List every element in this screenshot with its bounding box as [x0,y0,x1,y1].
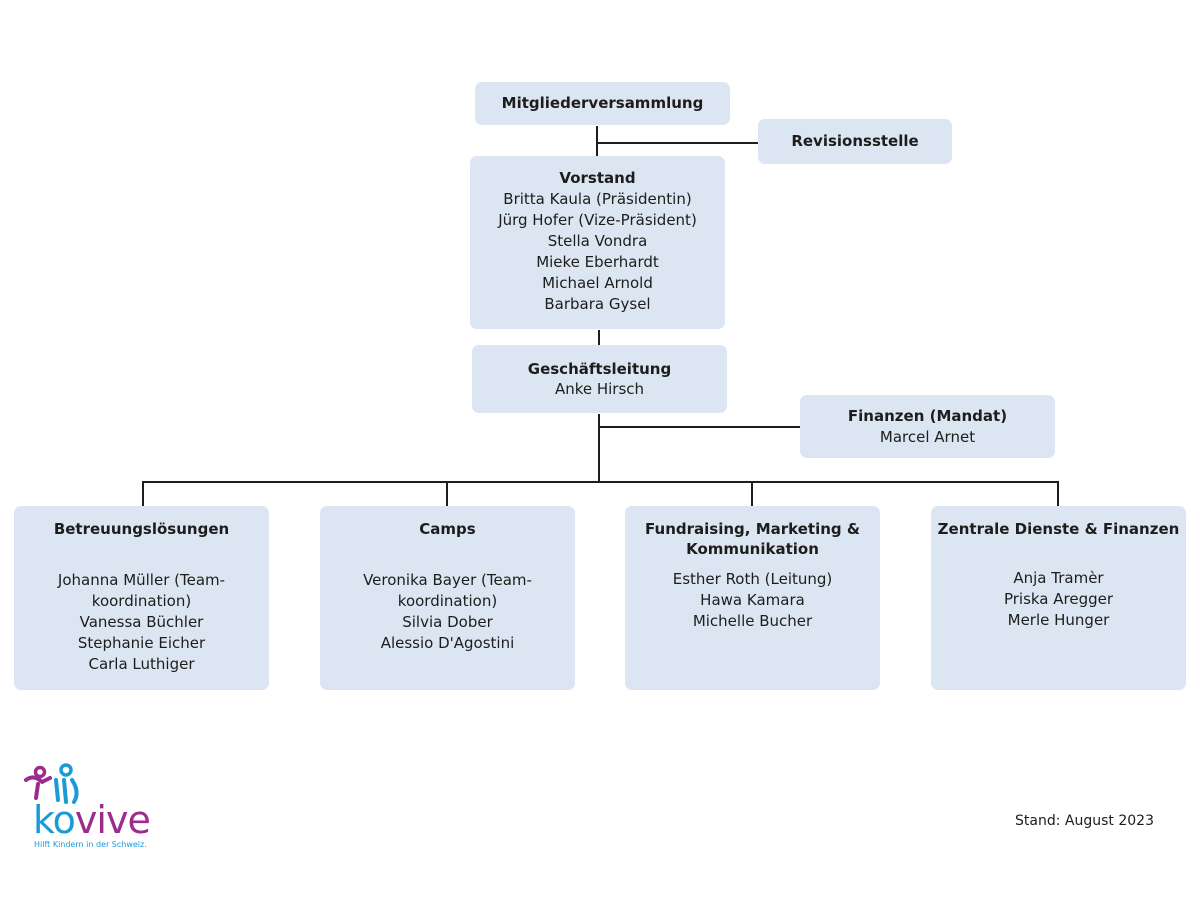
box-zentrale-dienste: Zentrale Dienste & Finanzen Anja Tramèr … [931,506,1186,690]
member-name: Hawa Kamara [700,591,805,609]
member-name: Alessio D'Agostini [380,634,515,652]
member-name: Britta Kaula (Präsidentin) [503,190,692,208]
member-name: Priska Aregger [1003,590,1114,608]
member-name: Michael Arnold [542,274,653,292]
box-revisionsstelle: Revisionsstelle [758,119,952,164]
member-name: Anja Tramèr [1013,569,1104,587]
box-title: Geschäftsleitung [527,360,672,378]
member-name: Silvia Dober [402,613,493,631]
box-title: Camps [419,520,476,538]
stand-date: Stand: August 2023 [1015,813,1154,829]
box-title: Vorstand [559,169,636,187]
member-name: koordination) [91,592,192,610]
box-title: Kommunikation [686,540,819,558]
box-camps: Camps Veronika Bayer (Team- koordination… [320,506,575,690]
box-title: Mitgliederversammlung [501,94,704,112]
member-name: Carla Luthiger [88,655,195,673]
member-name: Michelle Bucher [692,612,813,630]
member-name: Stella Vondra [547,232,648,250]
kovive-figures-icon [24,763,79,804]
box-finanzen-mandat: Finanzen (Mandat) Marcel Arnet [800,395,1055,458]
box-vorstand: Vorstand Britta Kaula (Präsidentin) Jürg… [470,156,725,329]
box-fundraising-marketing: Fundraising, Marketing & Kommunikation E… [625,506,880,690]
member-name: Esther Roth (Leitung) [672,570,833,588]
member-name: Veronika Bayer (Team- [363,571,532,589]
member-name: Marcel Arnet [879,427,976,446]
member-name: Vanessa Büchler [79,613,204,631]
spacer [931,540,1186,568]
spacer [320,540,575,570]
spacer [625,559,880,569]
box-title: Finanzen (Mandat) [847,406,1008,425]
box-mitgliederversammlung: Mitgliederversammlung [475,82,730,125]
box-title: Zentrale Dienste & Finanzen [937,520,1180,538]
logo-wordmark: kovive [33,798,151,842]
box-betreuungsloesungen: Betreuungslösungen Johanna Müller (Team-… [14,506,269,690]
box-title: Fundraising, Marketing & [645,520,860,538]
member-name: Jürg Hofer (Vize-Präsident) [498,211,697,229]
box-title: Revisionsstelle [791,132,919,150]
logo-wordmark-part2: vive [74,798,151,842]
logo-wordmark-part1: ko [33,798,76,842]
member-name: Merle Hunger [1007,611,1110,629]
box-title: Betreuungslösungen [53,520,230,538]
logo-tagline: Hilft Kindern in der Schweiz. [34,840,147,849]
member-name: Mieke Eberhardt [536,253,659,271]
box-geschaeftsleitung: Geschäftsleitung Anke Hirsch [472,345,727,413]
spacer [14,540,269,570]
member-name: koordination) [397,592,498,610]
member-name: Barbara Gysel [544,295,651,313]
member-name: Anke Hirsch [554,380,645,398]
member-name: Stephanie Eicher [77,634,206,652]
member-name: Johanna Müller (Team- [57,571,226,589]
